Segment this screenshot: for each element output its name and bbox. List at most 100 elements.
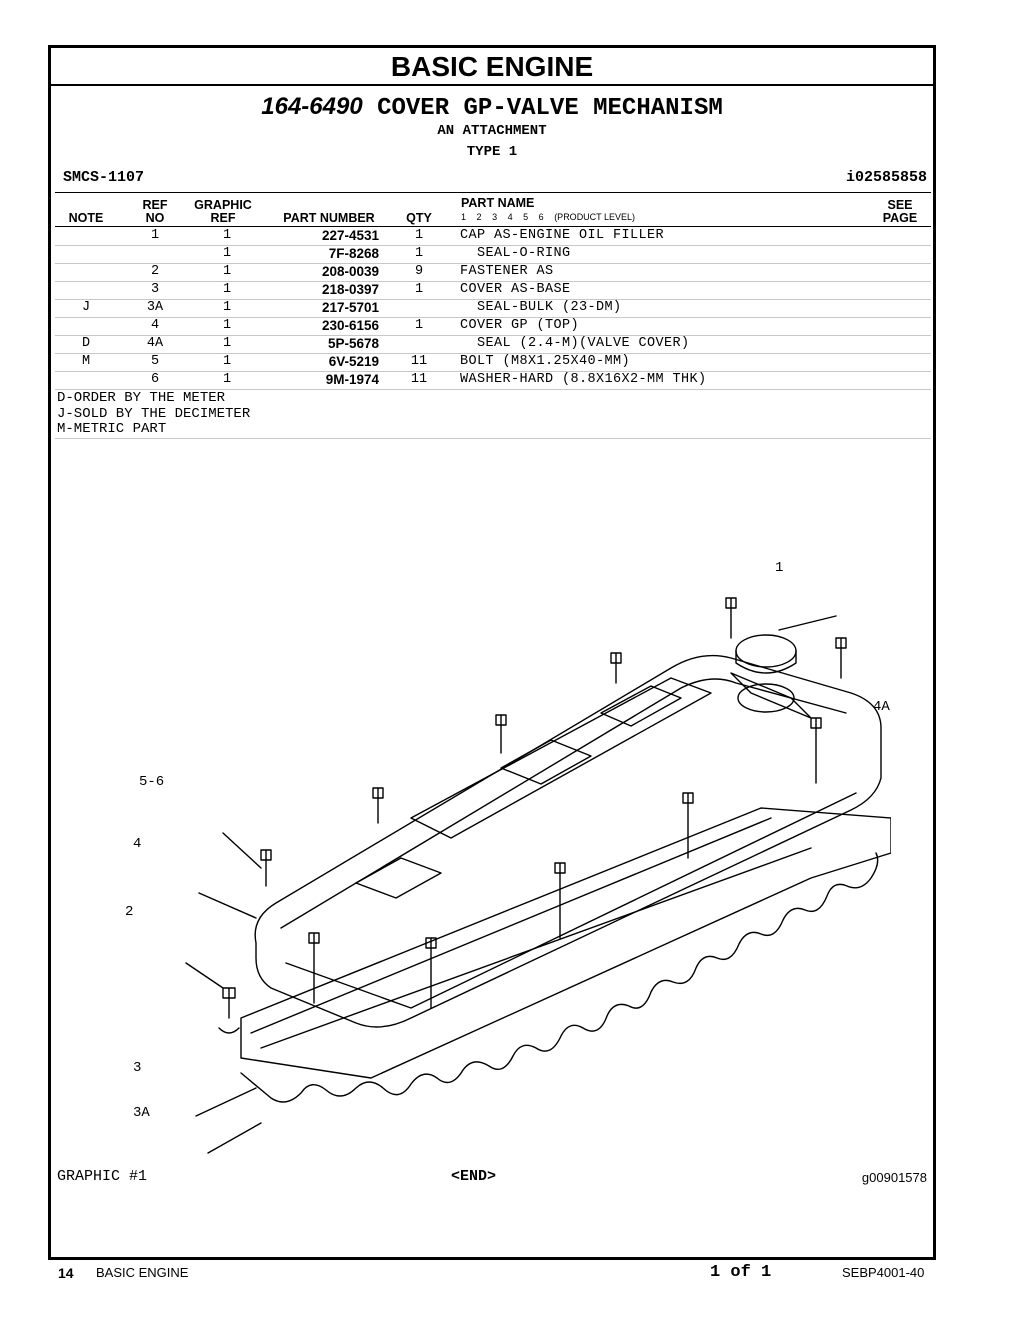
table-row: 6 1 9M-1974 11 WASHER-HARD (8.8X16X2-MM …: [55, 371, 931, 389]
row-graphic-ref: 1: [222, 300, 232, 315]
table-row: 1 7F-8268 1 SEAL-O-RING: [55, 245, 931, 263]
subtitle-attachment: AN ATTACHMENT: [437, 123, 547, 139]
table-row: 2 1 208-0039 9 FASTENER AS: [55, 263, 931, 281]
header-gref-line2: REF: [210, 211, 236, 225]
row-divider: [55, 317, 931, 318]
row-graphic-ref: 1: [222, 228, 232, 243]
title-text: COVER GP-VALVE MECHANISM: [377, 95, 723, 122]
row-part-number: 208-0039: [321, 264, 379, 279]
smcs-code: SMCS-1107: [63, 169, 145, 186]
row-part-name: SEAL-O-RING: [460, 246, 571, 261]
row-graphic-ref: 1: [222, 246, 232, 261]
levels-label: (PRODUCT LEVEL): [554, 212, 636, 222]
notes-divider: [55, 438, 931, 439]
header-qty: QTY: [406, 211, 432, 225]
level-1: 1: [461, 212, 467, 222]
table-row: 3 1 218-0397 1 COVER AS-BASE: [55, 281, 931, 299]
product-levels: 1 2 3 4 5 6 (PRODUCT LEVEL): [461, 212, 643, 222]
header-ref-line1: REF: [142, 198, 168, 212]
row-graphic-ref: 1: [222, 282, 232, 297]
row-part-number: 5P-5678: [327, 336, 379, 351]
row-divider: [55, 335, 931, 336]
row-graphic-ref: 1: [222, 372, 232, 387]
row-ref: 3A: [146, 300, 164, 315]
row-part-number: 9M-1974: [325, 372, 379, 387]
footer-section: BASIC ENGINE: [96, 1265, 189, 1280]
row-part-number: 227-4531: [321, 228, 379, 243]
row-note: D: [81, 336, 91, 351]
callout-5-6: 5-6: [139, 774, 165, 790]
row-ref: 2: [150, 264, 160, 279]
footer-document-number: SEBP4001-40: [842, 1265, 925, 1280]
level-4: 4: [507, 212, 513, 222]
header-graphic-ref: GRAPHIC REF: [191, 199, 255, 225]
row-part-name: FASTENER AS: [460, 264, 554, 279]
row-divider: [55, 245, 931, 246]
header-see-page: SEE PAGE: [877, 199, 923, 225]
row-part-number: 6V-5219: [328, 354, 379, 369]
callout-4a: 4A: [873, 699, 890, 715]
row-note: J: [81, 300, 91, 315]
row-graphic-ref: 1: [222, 336, 232, 351]
note-m: M-METRIC PART: [57, 421, 167, 437]
header-gref-line1: GRAPHIC: [194, 198, 252, 212]
header-part-name: PART NAME: [461, 196, 535, 210]
row-part-name: BOLT (M8X1.25X40-MM): [460, 354, 631, 369]
top-cover-4: [254, 654, 882, 1028]
row-divider: [55, 281, 931, 282]
level-2: 2: [476, 212, 482, 222]
row-part-number: 7F-8268: [328, 246, 379, 261]
row-divider: [55, 389, 931, 390]
table-row: 1 1 227-4531 1 CAP AS-ENGINE OIL FILLER: [55, 227, 931, 245]
header-ref: REF NO: [131, 199, 179, 225]
base-cover-3: [240, 807, 891, 1079]
row-qty: 9: [414, 264, 424, 279]
row-divider: [55, 371, 931, 372]
note-d: D-ORDER BY THE METER: [57, 390, 226, 406]
row-divider: [55, 299, 931, 300]
row-qty: 1: [414, 246, 424, 261]
row-graphic-ref: 1: [222, 318, 232, 333]
header-see-line1: SEE: [887, 198, 913, 212]
row-qty: 11: [410, 354, 428, 369]
page-frame: BASIC ENGINE 164-6490 COVER GP-VALVE MEC…: [48, 45, 936, 1260]
row-part-name: WASHER-HARD (8.8X16X2-MM THK): [460, 372, 707, 387]
row-ref: 5: [150, 354, 160, 369]
row-ref: 1: [150, 228, 160, 243]
row-part-number: 217-5701: [321, 300, 379, 315]
table-row: 4 1 230-6156 1 COVER GP (TOP): [55, 317, 931, 335]
bulk-seal-3a: [240, 852, 879, 1103]
section-title: BASIC ENGINE: [51, 48, 933, 86]
graphic-id: g00901578: [861, 1170, 927, 1185]
oil-filler-cap-1: [735, 634, 797, 668]
callout-2: 2: [125, 904, 134, 920]
row-divider: [55, 353, 931, 354]
row-qty: 1: [414, 228, 424, 243]
row-graphic-ref: 1: [222, 264, 232, 279]
note-j: J-SOLD BY THE DECIMETER: [57, 405, 251, 422]
row-part-name: COVER GP (TOP): [460, 318, 580, 333]
document-title: 164-6490 COVER GP-VALVE MECHANISM: [51, 93, 933, 122]
level-3: 3: [492, 212, 498, 222]
level-6: 6: [538, 212, 544, 222]
bolts-5-6: [260, 597, 847, 1009]
row-part-name: CAP AS-ENGINE OIL FILLER: [460, 228, 665, 243]
divider: [55, 192, 931, 193]
row-divider: [55, 263, 931, 264]
row-graphic-ref: 1: [222, 354, 232, 369]
title-part-number: 164-6490: [261, 93, 363, 120]
footer-pager: 1 of 1: [710, 1263, 772, 1282]
row-part-name: COVER AS-BASE: [460, 282, 571, 297]
header-part-number: PART NUMBER: [283, 211, 375, 225]
footer-page-number: 14: [58, 1265, 74, 1281]
row-ref: 3: [150, 282, 160, 297]
graphic-label: GRAPHIC #1: [57, 1168, 148, 1185]
row-ref: 6: [150, 372, 160, 387]
subtitle-type: TYPE 1: [466, 144, 518, 160]
row-part-name: SEAL-BULK (23-DM): [460, 300, 622, 315]
row-qty: 1: [414, 318, 424, 333]
table-row: M 5 1 6V-5219 11 BOLT (M8X1.25X40-MM): [55, 353, 931, 371]
fastener-2: [218, 987, 240, 1034]
row-ref: 4A: [146, 336, 164, 351]
level-5: 5: [523, 212, 529, 222]
